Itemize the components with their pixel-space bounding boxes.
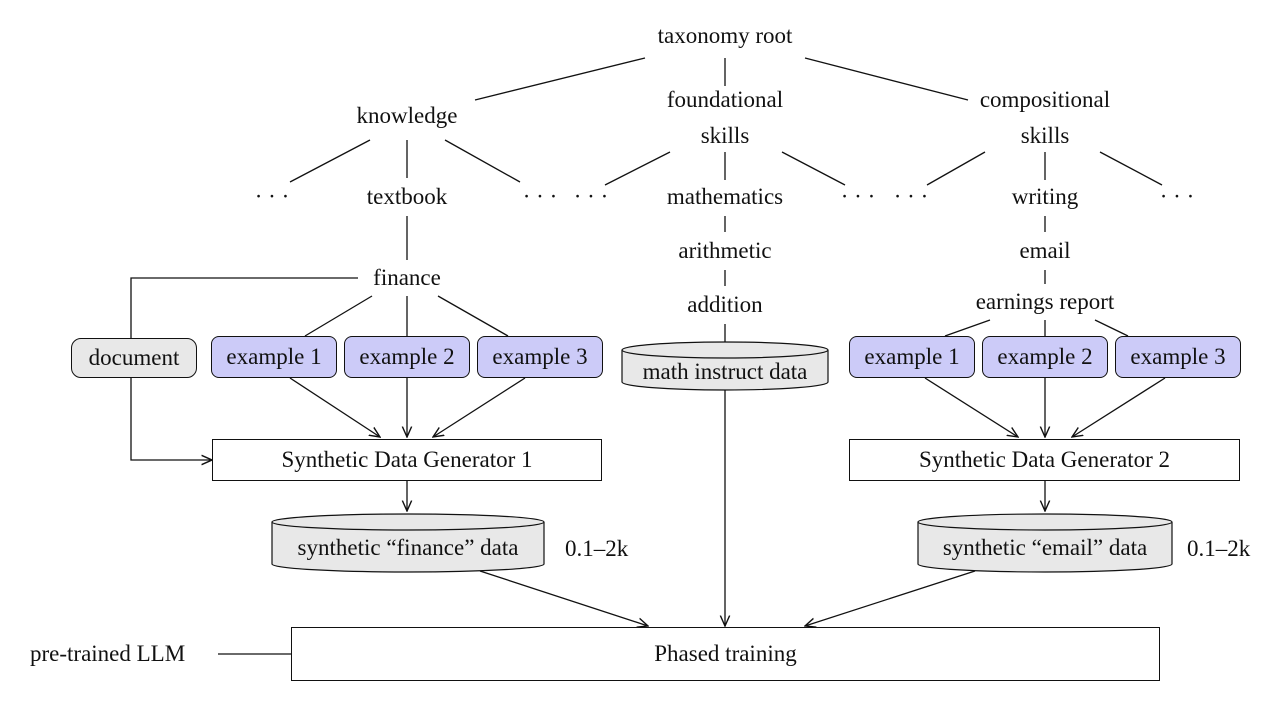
knowledge-node: knowledge xyxy=(356,103,458,128)
example-right-2: example 2 xyxy=(982,336,1108,378)
edge-root-knowledge xyxy=(474,57,646,101)
arithmetic-node: arithmetic xyxy=(678,238,772,263)
example-left-1: example 1 xyxy=(211,336,337,378)
ellipsis-compositional-left: · · · xyxy=(893,184,929,209)
edge-earnings-example3 xyxy=(1094,319,1129,337)
textbook-node: textbook xyxy=(366,184,448,209)
ellipsis-knowledge-left: · · · xyxy=(254,184,290,209)
edge-earnings-example1 xyxy=(944,319,991,337)
compositional-line-2: skills xyxy=(1020,123,1070,148)
phased-training-box: Phased training xyxy=(291,627,1160,681)
compositional-skills-node: compositional skills xyxy=(980,82,1110,154)
ellipsis-foundational-right: · · · xyxy=(840,184,876,209)
cylinder-email-top xyxy=(917,513,1173,531)
edge-compositional-ellipsis-left xyxy=(926,151,986,186)
ellipsis-foundational-left: · · · xyxy=(573,184,609,209)
arrow-example1-gen2 xyxy=(924,377,1018,437)
addition-node: addition xyxy=(687,292,763,317)
arrow-email-data-training xyxy=(805,570,976,626)
example-right-1: example 1 xyxy=(849,336,975,378)
edge-root-compositional xyxy=(804,57,969,101)
arrow-example3-gen2 xyxy=(1072,377,1166,437)
edge-compositional-ellipsis-right xyxy=(1099,151,1163,186)
example-left-3: example 3 xyxy=(477,336,603,378)
synthetic-email-data-label: synthetic “email” data xyxy=(942,535,1148,560)
cylinder-shapes xyxy=(271,341,1173,573)
writing-node: writing xyxy=(1011,184,1079,209)
cylinder-math-body xyxy=(621,350,829,391)
document-box: document xyxy=(71,338,197,378)
foundational-skills-node: foundational skills xyxy=(667,82,783,154)
cylinder-email-body xyxy=(917,522,1173,573)
earnings-report-node: earnings report xyxy=(975,289,1115,314)
foundational-line-1: foundational xyxy=(666,87,784,112)
edge-knowledge-ellipsis-right xyxy=(444,139,521,183)
arrow-document-gen1 xyxy=(130,378,212,460)
compositional-line-1: compositional xyxy=(979,87,1111,112)
cylinder-finance-top xyxy=(271,513,545,531)
edge-finance-document xyxy=(130,277,358,338)
example-right-3: example 3 xyxy=(1115,336,1241,378)
edge-foundational-ellipsis-left xyxy=(604,151,671,186)
cylinder-finance-body xyxy=(271,522,545,573)
math-instruct-data-label: math instruct data xyxy=(642,359,808,384)
edge-finance-example3 xyxy=(437,295,509,337)
example-left-2: example 2 xyxy=(344,336,470,378)
synthetic-finance-data-label: synthetic “finance” data xyxy=(297,535,519,560)
arrow-finance-data-training xyxy=(479,570,648,626)
foundational-line-2: skills xyxy=(700,123,750,148)
ellipsis-compositional-right: · · · xyxy=(1159,184,1195,209)
mathematics-node: mathematics xyxy=(666,184,784,209)
finance-node: finance xyxy=(373,265,441,290)
arrow-example3-gen1 xyxy=(433,377,526,437)
arrow-example1-gen1 xyxy=(289,377,380,437)
pre-trained-llm-label: pre-trained LLM xyxy=(30,641,186,666)
edge-foundational-ellipsis-right xyxy=(781,151,846,186)
finance-data-size: 0.1–2k xyxy=(565,536,629,561)
edge-knowledge-ellipsis-left xyxy=(289,139,371,183)
synthetic-data-generator-2: Synthetic Data Generator 2 xyxy=(849,439,1240,481)
taxonomy-root-node: taxonomy root xyxy=(657,23,793,48)
email-node: email xyxy=(1019,238,1071,263)
edge-finance-example1 xyxy=(304,295,373,337)
cylinder-math-top xyxy=(621,341,829,359)
ellipsis-knowledge-right: · · · xyxy=(522,184,558,209)
email-data-size: 0.1–2k xyxy=(1187,536,1251,561)
synthetic-data-generator-1: Synthetic Data Generator 1 xyxy=(212,439,602,481)
